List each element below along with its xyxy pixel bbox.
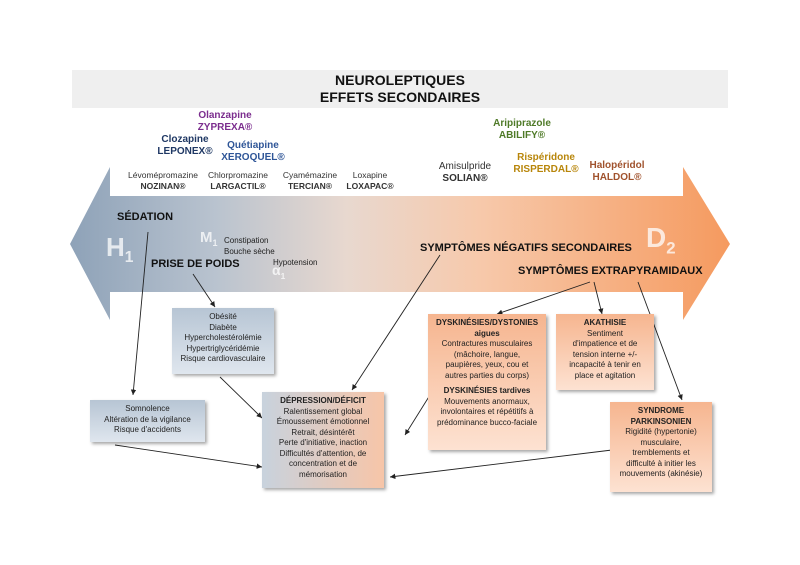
box-parkinson: SYNDROME PARKINSONIEN Rigidité (hyperton… (610, 402, 712, 492)
page-title: NEUROLEPTIQUES EFFETS SECONDAIRES (72, 70, 728, 108)
label-symptomes-negatifs: SYMPTÔMES NÉGATIFS SECONDAIRES (420, 242, 632, 254)
connector-extrapyramidaux-akathisie (593, 281, 604, 315)
drug-amisulpride: Amisulpride SOLIAN® (438, 161, 492, 184)
drug-cyamemazine: Cyamémazine TERCIAN® (282, 170, 338, 191)
label-hypotension: Hypotension (273, 258, 318, 267)
drug-clozapine: Clozapine LEPONEX® (157, 134, 213, 157)
connector-dyskinesies-depression (404, 394, 431, 436)
drug-chlorpromazine: Chlorpromazine LARGACTIL® (208, 170, 268, 191)
drug-levomepromazine: Lévomépromazine NOZINAN® (128, 170, 198, 191)
box-somnolence: Somnolence Altération de la vigilance Ri… (90, 400, 205, 442)
drug-olanzapine: Olanzapine ZYPREXA® (197, 110, 253, 133)
label-constipation: Constipation (224, 236, 269, 245)
receptor-alpha1: α1 (272, 262, 286, 281)
drug-risperidone: Rispéridone RISPERDAL® (513, 152, 579, 175)
drug-haloperidol: Halopéridol HALDOL® (589, 160, 645, 183)
connector-sedation-somnolence (130, 231, 149, 396)
box-poids-effects: Obésité Diabète Hypercholestérolémie Hyp… (172, 308, 274, 374)
label-sedation: SÉDATION (117, 211, 174, 223)
box-dyskinesies: DYSKINÉSIES/DYSTONIES aigues Contracture… (428, 314, 546, 450)
connector-poids-box (192, 273, 216, 308)
connector-extrapyramidaux-dyskinesies (496, 281, 591, 315)
title-line2: EFFETS SECONDAIRES (319, 89, 481, 105)
title-line1: NEUROLEPTIQUES (335, 72, 465, 88)
connector-somnolence-depression (114, 444, 263, 469)
box-akathisie: AKATHISIE Sentiment d'impatience et de t… (556, 314, 654, 390)
drug-quetiapine: Quétiapine XEROQUEL® (221, 140, 285, 163)
connector-parkinson-depression (389, 449, 613, 480)
receptor-h1: H1 (106, 232, 134, 267)
connector-extrapyramidaux-parkinson (637, 281, 683, 401)
connector-negatifs-depression (351, 254, 441, 391)
drug-loxapine: Loxapine LOXAPAC® (346, 170, 394, 191)
double-arrow-band (70, 167, 730, 320)
receptor-d2: D2 (646, 222, 676, 258)
label-bouche-seche: Bouche sèche (224, 247, 275, 256)
drug-aripiprazole: Aripiprazole ABILIFY® (493, 118, 551, 141)
receptor-m1: M1 (200, 229, 218, 248)
box-depression: DÉPRESSION/DÉFICIT Ralentissement global… (262, 392, 384, 488)
label-symptomes-extrapyramidaux: SYMPTÔMES EXTRAPYRAMIDAUX (518, 265, 703, 277)
connector-poids-depression (219, 376, 263, 419)
label-prise-de-poids: PRISE DE POIDS (151, 258, 240, 270)
